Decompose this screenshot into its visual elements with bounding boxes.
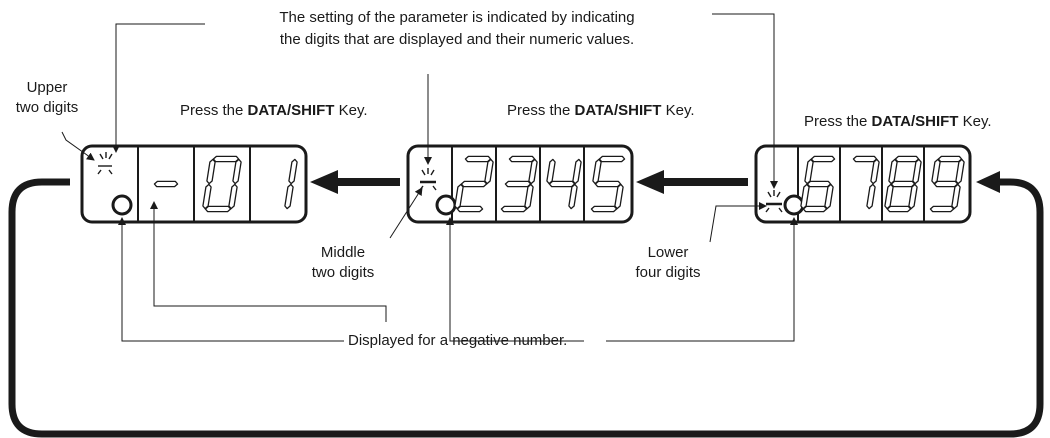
digit-3 <box>500 155 538 213</box>
loop-line <box>8 178 1044 438</box>
lower-digits-label-line-1: Lower <box>647 244 689 261</box>
negative-sign-leader-1 <box>118 217 344 342</box>
segment-b <box>288 158 298 185</box>
negative-sign-leader-2 <box>150 201 387 322</box>
digit-glyphs <box>454 155 626 213</box>
leader-lines <box>61 13 798 342</box>
segment-a <box>937 155 963 163</box>
segment-a <box>464 155 492 163</box>
press-key-label-2: Press the DATA/SHIFT Key. <box>507 101 695 120</box>
segment-a <box>598 155 626 163</box>
segment-d <box>204 205 232 213</box>
digit-2 <box>454 155 494 213</box>
segment-d <box>590 205 618 213</box>
display-lower <box>754 144 972 224</box>
negative-sign-leader-4 <box>606 217 798 342</box>
press-prefix: Press the <box>507 102 575 119</box>
annotation-line-1: The setting of the parameter is indicate… <box>279 9 635 26</box>
loop-arrowhead <box>976 171 1000 193</box>
digit-5 <box>590 155 626 213</box>
segment-g <box>460 180 488 188</box>
segment-c <box>866 183 876 210</box>
data-shift-key-name: DATA/SHIFT <box>871 113 959 130</box>
data-shift-key-name: DATA/SHIFT <box>247 102 335 119</box>
lower-digits-label-line-2: four digits <box>635 264 701 281</box>
display-middle <box>406 144 634 224</box>
upper-two-digits-leader <box>61 131 95 161</box>
segment-c <box>284 183 294 210</box>
middle-digits-label-line-2: two digits <box>311 264 375 281</box>
segment-a <box>894 155 920 163</box>
press-prefix: Press the <box>804 113 872 130</box>
digit-1 <box>284 158 298 210</box>
segment-d <box>456 205 484 213</box>
segment-f <box>206 158 216 185</box>
digit-glyphs <box>202 155 298 213</box>
digit-0 <box>202 155 242 213</box>
digit-4 <box>546 158 582 210</box>
middle-digits-label-line-1: Middle <box>320 244 366 261</box>
digit-8 <box>884 155 922 213</box>
segment-c <box>568 183 578 210</box>
segment-d <box>929 205 955 213</box>
segment-d <box>500 205 528 213</box>
digit-6 <box>800 155 836 213</box>
upper-digits-label-line-2: two digits <box>15 99 79 116</box>
segment-a <box>508 155 536 163</box>
segment-c <box>824 183 834 210</box>
press-suffix: Key. <box>661 102 695 119</box>
digit-7 <box>852 155 880 210</box>
segment-b <box>870 158 880 185</box>
data-shift-key-name: DATA/SHIFT <box>574 102 662 119</box>
annotation-to-upper-leader <box>112 23 205 153</box>
negative-number-label: Displayed for a negative number. <box>348 332 568 349</box>
blink-indicator-upper <box>97 152 113 175</box>
press-key-label-1: Press the DATA/SHIFT Key. <box>180 101 368 120</box>
annotation-to-lower-leader <box>712 13 778 189</box>
segment-a <box>852 155 878 163</box>
segment-d <box>886 205 912 213</box>
segment-g <box>806 180 832 188</box>
negative-sign-leader-3 <box>446 217 584 342</box>
segment-g <box>153 180 179 188</box>
digit-glyphs <box>800 155 965 213</box>
digit-9 <box>929 155 965 213</box>
sign-segment <box>153 180 179 188</box>
blink-indicator-lower <box>765 190 783 213</box>
lower-four-digits-leader <box>709 202 767 243</box>
press-suffix: Key. <box>958 113 992 130</box>
segment-d <box>802 205 828 213</box>
segment-a <box>810 155 836 163</box>
middle-two-digits-leader <box>389 187 423 239</box>
display-upper <box>80 144 308 224</box>
segment-e <box>202 183 212 210</box>
press-key-label-3: Press the DATA/SHIFT Key. <box>804 112 992 131</box>
segment-g <box>548 180 576 188</box>
flow-arrow-middle-to-upper <box>310 170 400 194</box>
segment-g <box>594 180 622 188</box>
upper-digits-label-line-1: Upper <box>26 79 68 96</box>
digit-minus <box>153 180 179 188</box>
segment-b <box>232 158 242 185</box>
annotation-line-2: the digits that are displayed and their … <box>279 31 635 48</box>
press-suffix: Key. <box>334 102 368 119</box>
segment-a <box>212 155 240 163</box>
flow-arrow-lower-to-middle <box>636 170 748 194</box>
segment-g <box>890 180 916 188</box>
segment-g <box>933 180 959 188</box>
segment-b <box>572 158 582 185</box>
press-prefix: Press the <box>180 102 248 119</box>
segment-g <box>504 180 532 188</box>
